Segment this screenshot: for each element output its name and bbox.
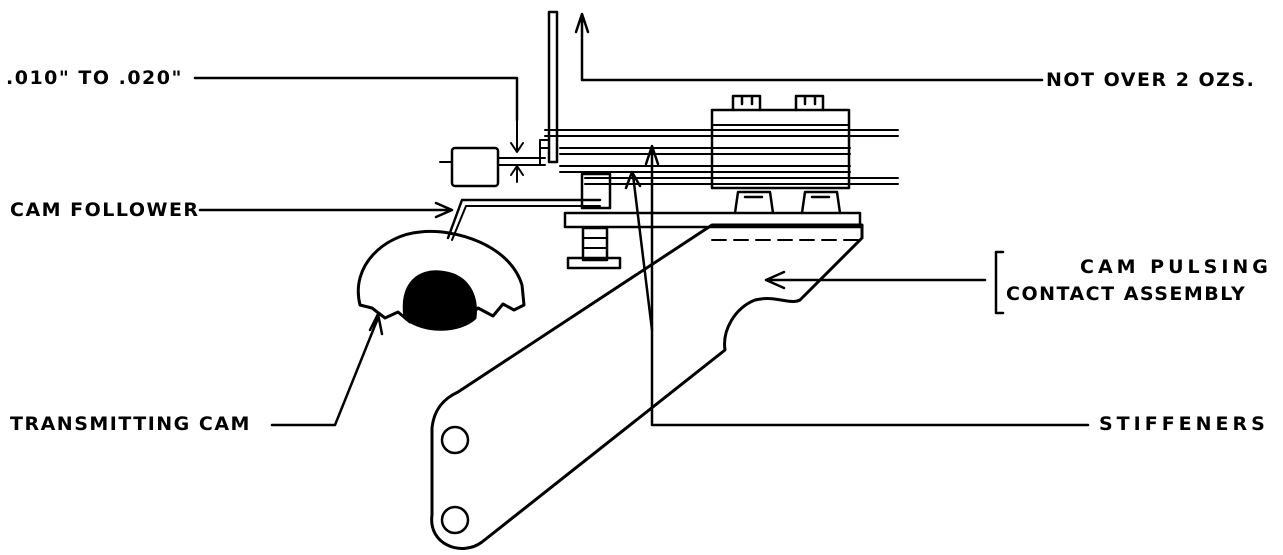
clamp-screw-top-right (794, 94, 825, 112)
base-plate (563, 211, 862, 229)
lever-hook (539, 139, 550, 166)
lever-arm (547, 10, 559, 164)
leader-cam-follower (198, 201, 454, 219)
gap-label: .010" TO .020" (6, 67, 183, 89)
insulator-stack (710, 108, 851, 190)
leader-cam-pulsing (764, 270, 987, 290)
cam-pulsing-label-line2: CONTACT ASSEMBLY (1006, 283, 1247, 305)
lower-insulator (580, 172, 612, 210)
gap-arrow (510, 119, 524, 183)
cam-follower-rod (446, 198, 602, 240)
leader-stiffeners (644, 144, 1090, 427)
cam-pulsing-label-line1: CAM PULSING (1080, 256, 1272, 278)
mounting-bracket (430, 223, 864, 550)
mounting-hole-lower (440, 505, 470, 535)
cam-pulsing-bracket (994, 250, 1005, 315)
leader-stiffeners-branch (624, 170, 654, 332)
force-label: NOT OVER 2 OZS. (1046, 69, 1256, 91)
leader-force (574, 12, 1044, 82)
leader-transmitting-cam (270, 312, 384, 427)
mounting-hole-upper (440, 425, 470, 455)
clamp-screw-bottom-left (733, 190, 775, 215)
cam-hub (402, 270, 477, 331)
clamp-screw-bottom-right (800, 190, 842, 215)
clamp-screw-top-left (731, 94, 762, 112)
lower-screw-stack (581, 226, 609, 262)
contact-springs (544, 129, 899, 185)
lower-nut (566, 256, 622, 270)
stiffeners-label: STIFFENERS (1099, 413, 1269, 435)
follower-block (450, 146, 500, 188)
transmitting-cam-label: TRANSMITTING CAM (10, 413, 251, 435)
leader-gap (193, 76, 519, 122)
cam-follower-label: CAM FOLLOWER (10, 199, 200, 221)
